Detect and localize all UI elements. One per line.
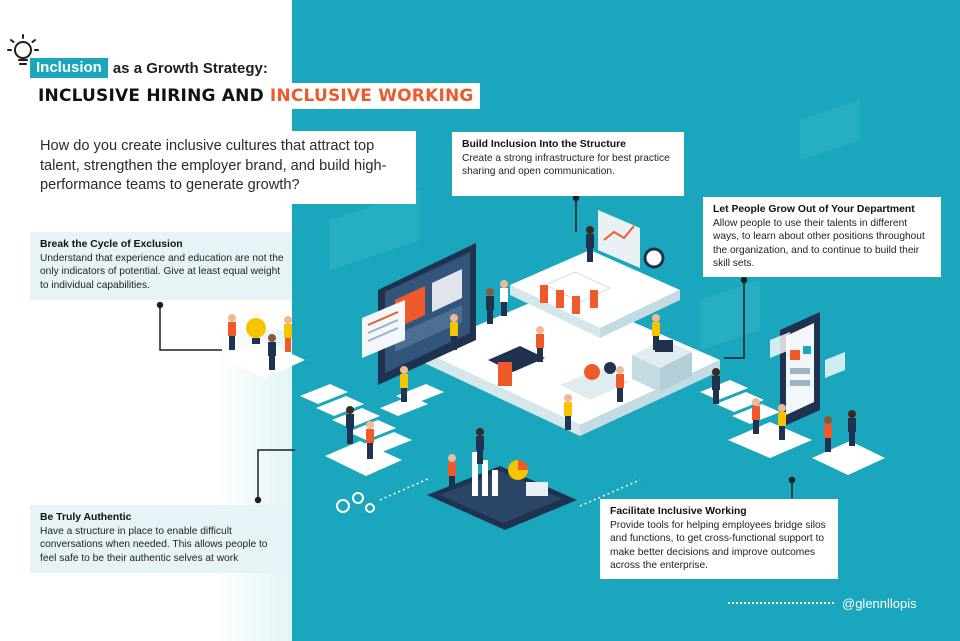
social-handle: @glennllopis [842, 596, 917, 611]
background-fade [150, 330, 310, 641]
mobile-app-panel [780, 312, 820, 428]
callout-body: Create a strong infrastructure for best … [462, 153, 670, 178]
callout-facilitate-working: Facilitate Inclusive Working Provide too… [600, 499, 838, 579]
platform-lightbulb [222, 318, 305, 378]
callout-body: Understand that experience and education… [40, 253, 284, 291]
handle-dotted-line [728, 602, 834, 604]
title-highlight: Inclusion [30, 58, 108, 78]
callout-title: Break the Cycle of Exclusion [40, 239, 183, 250]
page-title: INCLUSIVE HIRING AND INCLUSIVE WORKING [30, 83, 480, 109]
callout-title: Facilitate Inclusive Working [610, 506, 747, 517]
callout-title: Let People Grow Out of Your Department [713, 204, 915, 215]
callout-title: Build Inclusion Into the Structure [462, 139, 626, 150]
title-subtitle: as a Growth Strategy: [112, 59, 268, 77]
desk-left [488, 346, 545, 386]
gear-station [560, 362, 630, 400]
background-panels [330, 100, 860, 350]
meeting-table [540, 271, 612, 314]
callout-be-authentic: Be Truly Authentic Have a structure in p… [30, 505, 292, 573]
lightbulb-icon [7, 34, 39, 65]
platform-lower-left [325, 441, 402, 476]
intro-box: How do you create inclusive cultures tha… [30, 131, 416, 204]
floating-card-right [770, 332, 845, 378]
callout-build-inclusion: Build Inclusion Into the Structure Creat… [452, 132, 684, 196]
desk-right [632, 340, 692, 392]
callout-title: Be Truly Authentic [40, 512, 132, 523]
analytics-tablet [427, 452, 577, 530]
callout-let-people-grow: Let People Grow Out of Your Department A… [703, 197, 941, 277]
monitor-wall [378, 243, 476, 385]
stair-walkway-left [300, 384, 444, 452]
callout-body: Allow people to use their talents in dif… [713, 218, 925, 270]
callout-break-cycle: Break the Cycle of Exclusion Understand … [30, 232, 292, 300]
callout-body: Provide tools for helping employees brid… [610, 520, 826, 572]
title-inclusive-hiring: INCLUSIVE HIRING AND [38, 86, 264, 106]
platform-right [728, 422, 885, 475]
floating-card [362, 300, 405, 358]
people-figures [228, 226, 856, 490]
callout-body: Have a structure in place to enable diff… [40, 526, 268, 564]
title-inclusive-working: INCLUSIVE WORKING [269, 86, 474, 106]
title-line-1: Inclusion as a Growth Strategy: [30, 58, 268, 78]
intro-question: How do you create inclusive cultures tha… [40, 138, 387, 193]
gears-icon [336, 492, 375, 513]
connector-lines [156, 194, 796, 504]
presentation-board [598, 210, 665, 269]
